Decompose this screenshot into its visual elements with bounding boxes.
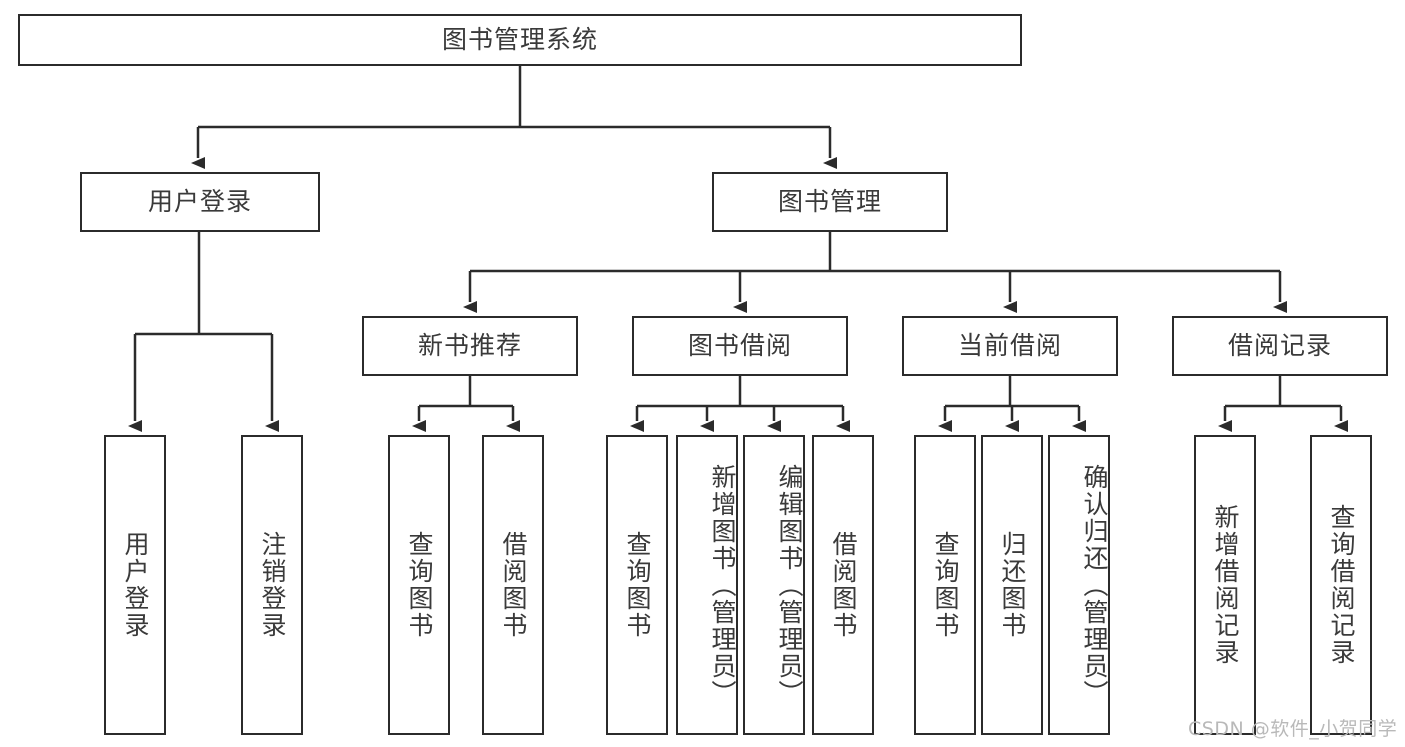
node-leaf-query-book-bor[interactable]: 查询图书 bbox=[606, 435, 668, 735]
node-leaf-query-book-cur-label: 查询图书 bbox=[931, 531, 960, 639]
node-leaf-query-borrow-record[interactable]: 查询借阅记录 bbox=[1310, 435, 1372, 735]
node-leaf-query-book-rec-label: 查询图书 bbox=[405, 531, 434, 639]
node-user-login-label: 用户登录 bbox=[147, 187, 252, 216]
node-leaf-borrow-book-rec[interactable]: 借阅图书 bbox=[482, 435, 544, 735]
node-user-login[interactable]: 用户登录 bbox=[80, 172, 320, 232]
node-current-borrow-label: 当前借阅 bbox=[957, 331, 1062, 360]
node-borrow-record[interactable]: 借阅记录 bbox=[1172, 316, 1388, 376]
node-leaf-user-login[interactable]: 用户登录 bbox=[104, 435, 166, 735]
node-book-borrow[interactable]: 图书借阅 bbox=[632, 316, 848, 376]
node-leaf-query-book-rec[interactable]: 查询图书 bbox=[388, 435, 450, 735]
node-root-label: 图书管理系统 bbox=[441, 25, 598, 54]
node-leaf-add-borrow-record-label: 新增借阅记录 bbox=[1211, 504, 1240, 666]
node-leaf-user-logout[interactable]: 注销登录 bbox=[241, 435, 303, 735]
node-leaf-add-borrow-record[interactable]: 新增借阅记录 bbox=[1194, 435, 1256, 735]
node-leaf-edit-book-label: 编辑图书（管理员） bbox=[775, 463, 804, 707]
node-leaf-query-book-bor-label: 查询图书 bbox=[623, 531, 652, 639]
csdn-watermark: CSDN @软件_小贺同学 bbox=[1188, 718, 1398, 740]
node-leaf-return-book-label: 归还图书 bbox=[998, 531, 1027, 639]
node-leaf-borrow-book-bor[interactable]: 借阅图书 bbox=[812, 435, 874, 735]
node-leaf-query-book-cur[interactable]: 查询图书 bbox=[914, 435, 976, 735]
node-leaf-add-book-label: 新增图书（管理员） bbox=[708, 463, 737, 707]
node-leaf-user-logout-label: 注销登录 bbox=[258, 531, 287, 639]
node-book-manage[interactable]: 图书管理 bbox=[712, 172, 948, 232]
node-leaf-return-book[interactable]: 归还图书 bbox=[981, 435, 1043, 735]
node-new-book-recommend-label: 新书推荐 bbox=[417, 331, 522, 360]
node-leaf-borrow-book-bor-label: 借阅图书 bbox=[829, 531, 858, 639]
node-leaf-borrow-book-rec-label: 借阅图书 bbox=[499, 531, 528, 639]
node-new-book-recommend[interactable]: 新书推荐 bbox=[362, 316, 578, 376]
node-leaf-edit-book[interactable]: 编辑图书（管理员） bbox=[743, 435, 805, 735]
node-leaf-user-login-label: 用户登录 bbox=[121, 531, 150, 639]
node-root[interactable]: 图书管理系统 bbox=[18, 14, 1022, 66]
node-leaf-query-borrow-record-label: 查询借阅记录 bbox=[1327, 504, 1356, 666]
node-leaf-confirm-return-label: 确认归还（管理员） bbox=[1080, 463, 1109, 707]
node-leaf-confirm-return[interactable]: 确认归还（管理员） bbox=[1048, 435, 1110, 735]
node-borrow-record-label: 借阅记录 bbox=[1227, 331, 1332, 360]
node-current-borrow[interactable]: 当前借阅 bbox=[902, 316, 1118, 376]
node-book-borrow-label: 图书借阅 bbox=[687, 331, 792, 360]
node-leaf-add-book[interactable]: 新增图书（管理员） bbox=[676, 435, 738, 735]
node-book-manage-label: 图书管理 bbox=[777, 187, 882, 216]
